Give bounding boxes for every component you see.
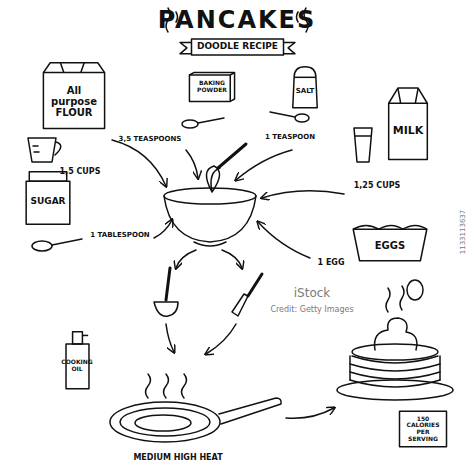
ingredient-package: COOKING OIL bbox=[57, 328, 98, 390]
ladle-cup bbox=[154, 302, 178, 316]
step-arrow bbox=[286, 408, 334, 418]
ingredient-package: SUGAR bbox=[22, 170, 74, 226]
watermark: iStock bbox=[294, 287, 331, 300]
quantity-label: 1 TEASPOON bbox=[265, 134, 315, 142]
spatula-handle bbox=[248, 274, 262, 296]
package-label: DOODLE RECIPE bbox=[197, 42, 278, 52]
ingredient-package: BAKING POWDER bbox=[188, 72, 236, 102]
package-label: COOKING OIL bbox=[60, 359, 95, 372]
tablespoon-handle bbox=[52, 239, 82, 245]
package-outline-part bbox=[26, 181, 70, 224]
ingredient-arrow bbox=[262, 191, 344, 198]
step-arrow bbox=[222, 250, 242, 268]
pancake-in-pan bbox=[135, 415, 191, 431]
package-label: 150 CALORIES PER SERVING bbox=[402, 416, 444, 442]
quantity-label: 1 EGG bbox=[318, 259, 345, 268]
ingredient-arrow bbox=[258, 222, 310, 258]
teaspoon bbox=[295, 114, 309, 122]
package-outline-part bbox=[353, 229, 427, 260]
frying-pan-handle bbox=[219, 398, 281, 424]
package-label: EGGS bbox=[375, 240, 405, 251]
package-outline-part bbox=[294, 77, 316, 79]
measuring-cup-handle bbox=[55, 142, 61, 155]
package-outline-part bbox=[293, 67, 317, 108]
ingredient-arrow bbox=[112, 140, 166, 186]
mixing-bowl-rim bbox=[164, 188, 256, 204]
package-label: BAKING POWDER bbox=[192, 80, 232, 93]
heat-wave bbox=[182, 374, 187, 398]
step-arrow bbox=[166, 324, 174, 352]
package-outline-part bbox=[82, 335, 88, 337]
whisk-handle bbox=[218, 144, 246, 168]
package-outline-part bbox=[189, 73, 234, 102]
package-outline-part bbox=[353, 225, 427, 229]
ingredient-package: MILK bbox=[385, 85, 431, 161]
package-label: SALT bbox=[296, 88, 315, 96]
package-outline-part bbox=[60, 63, 84, 73]
package-outline-part bbox=[389, 88, 428, 159]
frying-pan bbox=[110, 402, 220, 442]
ingredient-package: DOODLE RECIPE bbox=[180, 38, 295, 56]
step-arrow bbox=[176, 250, 196, 268]
mixing-bowl-base bbox=[194, 242, 226, 246]
measuring-cup-marks bbox=[33, 146, 39, 152]
ingredient-package: EGGS bbox=[350, 220, 430, 262]
quantity-label: 1,25 CUPS bbox=[354, 182, 401, 191]
package-outline-part bbox=[189, 73, 234, 102]
ingredient-arrow bbox=[154, 220, 172, 238]
egg bbox=[407, 280, 423, 300]
milk-glass bbox=[354, 128, 372, 162]
package-outline bbox=[385, 85, 431, 161]
package-outline-part bbox=[284, 43, 296, 54]
pancake-top bbox=[352, 344, 438, 360]
milk-level bbox=[355, 135, 371, 137]
measuring-cup bbox=[28, 138, 56, 162]
spatula-blade bbox=[232, 294, 248, 316]
teaspoon-handle bbox=[198, 118, 224, 123]
package-outline-part bbox=[43, 72, 104, 74]
teaspoon bbox=[182, 120, 198, 128]
package-label: All purpose FLOUR bbox=[46, 85, 102, 118]
package-outline-part bbox=[180, 43, 192, 54]
steam bbox=[386, 286, 404, 312]
ingredient-arrow bbox=[186, 150, 198, 178]
mixing-bowl bbox=[164, 196, 256, 242]
package-label: SUGAR bbox=[30, 197, 65, 207]
teaspoon-handle bbox=[270, 112, 295, 117]
plate bbox=[337, 380, 453, 400]
package-outline-part bbox=[400, 411, 447, 447]
ingredient-package: 150 CALORIES PER SERVING bbox=[398, 410, 448, 448]
step-arrow bbox=[206, 324, 236, 354]
quantity-label: 3,5 TEASPOONS bbox=[119, 136, 182, 144]
watermark: 1133113637 bbox=[460, 210, 468, 255]
quantity-label: MEDIUM HIGH HEAT bbox=[133, 454, 222, 463]
heat-wave bbox=[146, 374, 151, 398]
whipped-cream bbox=[375, 318, 417, 350]
package-outline-part bbox=[192, 39, 284, 55]
frying-pan-inner bbox=[120, 408, 210, 436]
whisk-head bbox=[206, 166, 220, 192]
package-outline-part bbox=[389, 102, 428, 104]
watermark: Credit: Getty Images bbox=[270, 306, 353, 315]
ingredient-package: SALT bbox=[288, 65, 322, 109]
ladle-handle bbox=[166, 268, 170, 300]
heat-wave bbox=[164, 374, 169, 398]
package-outline-part bbox=[398, 88, 418, 103]
recipe-title: PANCAKES bbox=[158, 6, 317, 34]
quantity-label: 1,5 CUPS bbox=[60, 168, 101, 177]
package-outline-part bbox=[43, 63, 104, 129]
package-label: MILK bbox=[393, 125, 424, 137]
ingredient-arrow bbox=[236, 150, 292, 180]
quantity-label: 1 TABLESPOON bbox=[90, 232, 149, 240]
ingredient-package: All purpose FLOUR bbox=[40, 60, 108, 130]
tablespoon bbox=[32, 241, 52, 251]
package-outline-part bbox=[72, 332, 82, 344]
